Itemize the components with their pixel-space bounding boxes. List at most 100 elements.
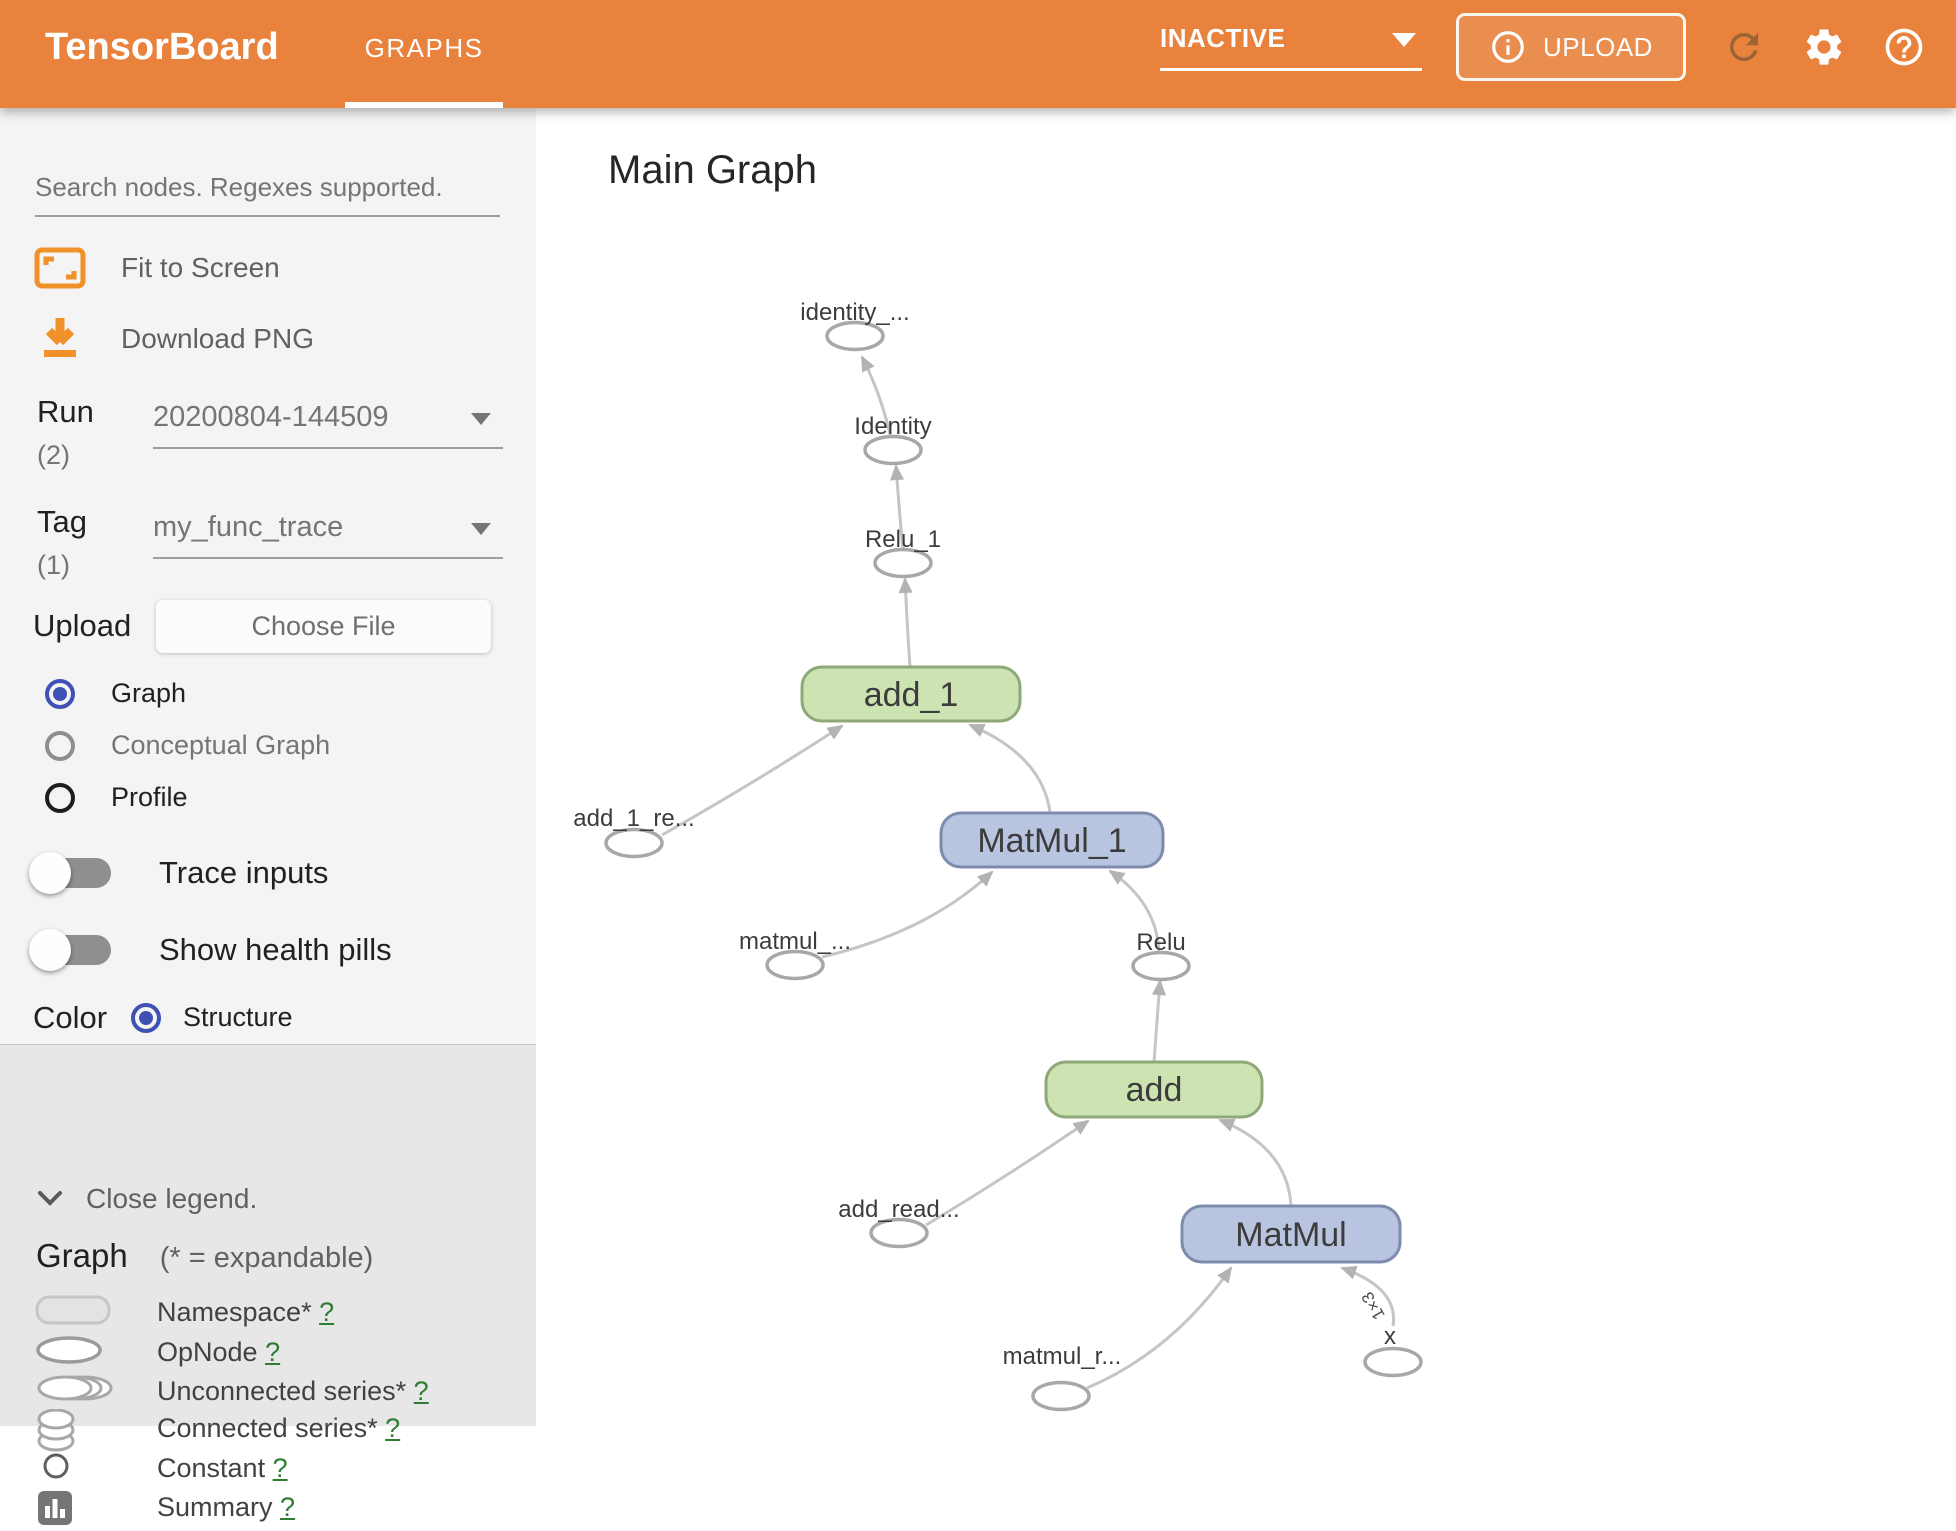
legend-item-opnode: OpNode ? — [0, 1333, 536, 1373]
help-icon — [1882, 25, 1926, 69]
unconnected-series-icon — [35, 1374, 115, 1407]
legend-item-connected-series: Connected series* ? — [0, 1408, 536, 1452]
graph-node-identity[interactable]: Identity — [854, 413, 932, 466]
toggle-knob — [29, 852, 71, 894]
edge-relu1-to-identity — [890, 464, 905, 551]
fit-to-screen-icon — [33, 246, 87, 290]
graph-node-matmul-1[interactable]: MatMul_1 — [939, 811, 1165, 869]
namespace-icon — [35, 1295, 111, 1330]
radio-selected-icon — [45, 678, 75, 709]
legend-heading-note: (* = expandable) — [159, 1242, 374, 1274]
edge-add1-to-relu1 — [898, 577, 913, 668]
download-png-button[interactable]: Download PNG — [38, 314, 314, 364]
refresh-button[interactable] — [1722, 25, 1766, 69]
close-legend-label: Close legend. — [86, 1183, 258, 1214]
upload-button[interactable]: UPLOAD — [1456, 13, 1686, 81]
run-dropdown[interactable]: 20200804-144509 — [153, 401, 503, 449]
download-png-label: Download PNG — [121, 323, 314, 354]
run-dropdown-value: 20200804-144509 — [153, 401, 389, 433]
toggle-knob — [29, 929, 71, 971]
radio-color-structure-label: Structure — [183, 1002, 293, 1032]
tag-count: (1) — [37, 550, 70, 580]
dropdown-arrow-icon — [1392, 33, 1416, 47]
graph-node-add[interactable]: add — [1044, 1060, 1264, 1119]
help-button[interactable] — [1882, 25, 1926, 69]
sidebar: Fit to Screen Download PNG Run (2) 20200… — [0, 108, 536, 1525]
radio-graph[interactable]: Graph — [45, 678, 186, 709]
run-label: Run (2) — [37, 394, 94, 470]
search-input[interactable] — [35, 166, 500, 217]
legend-item-constant: Constant ? — [0, 1449, 536, 1489]
legend-help-link[interactable]: ? — [413, 1376, 429, 1406]
legend-help-link[interactable]: ? — [265, 1337, 281, 1367]
radio-profile-label: Profile — [111, 782, 188, 812]
choose-file-button[interactable]: Choose File — [156, 600, 491, 653]
opnode-icon — [35, 1335, 105, 1370]
radio-conceptual-graph-label: Conceptual Graph — [111, 730, 331, 760]
edge-x-to-matmul — [1340, 1266, 1396, 1327]
tag-dropdown[interactable]: my_func_trace — [153, 511, 503, 559]
graph-node-x[interactable]: x — [1363, 1323, 1423, 1378]
node-label: Identity — [854, 413, 931, 440]
radio-graph-label: Graph — [111, 678, 187, 708]
fit-to-screen-button[interactable]: Fit to Screen — [33, 246, 280, 290]
color-by-label: Color — [33, 1000, 108, 1035]
tag-dropdown-value: my_func_trace — [153, 511, 344, 543]
legend-item-namespace: Namespace* ? — [0, 1293, 536, 1333]
graph-node-add-read[interactable]: add_read... — [838, 1196, 960, 1249]
legend-help-link[interactable]: ? — [272, 1453, 288, 1483]
node-label: add — [1126, 1071, 1183, 1109]
edge-matmul-to-add — [1218, 1118, 1293, 1207]
node-label: identity_... — [800, 299, 909, 326]
edge-add-to-relu — [1152, 979, 1166, 1063]
graph-node-relu-1[interactable]: Relu_1 — [865, 526, 941, 579]
constant-icon — [42, 1452, 70, 1485]
run-count: (2) — [37, 440, 70, 470]
legend-help-link[interactable]: ? — [319, 1297, 335, 1327]
radio-profile[interactable]: Profile — [45, 782, 188, 813]
header-right: INACTIVE UPLOAD — [1160, 13, 1926, 95]
node-label: add_1 — [864, 676, 959, 714]
graph-node-relu[interactable]: Relu — [1131, 929, 1191, 982]
graph-pane: Main Graph 1×3 identity_... — [536, 108, 1956, 1426]
graph-node-identity-out[interactable]: identity_... — [800, 299, 910, 352]
edge-relu-to-matmul1 — [1108, 869, 1161, 953]
node-label: MatMul_1 — [977, 822, 1126, 860]
edge-addread-to-add — [925, 1119, 1090, 1227]
legend-help-link[interactable]: ? — [280, 1492, 296, 1522]
node-label: MatMul — [1235, 1216, 1346, 1254]
legend-item-label: OpNode — [157, 1337, 258, 1367]
legend-help-link[interactable]: ? — [385, 1413, 401, 1443]
legend-item-label: Connected series* — [157, 1413, 378, 1443]
graph-node-matmul-read[interactable]: matmul_r... — [1003, 1343, 1122, 1412]
legend-item-label: Namespace* — [157, 1297, 312, 1327]
info-icon — [1489, 28, 1527, 66]
toggle-trace-inputs[interactable]: Trace inputs — [29, 852, 329, 894]
tab-graphs[interactable]: GRAPHS — [344, 0, 504, 108]
gear-icon — [1802, 25, 1846, 69]
toggle-track — [29, 929, 111, 971]
dropdown-arrow-icon — [471, 523, 491, 535]
graph-node-add-1[interactable]: add_1 — [800, 665, 1022, 723]
radio-color-structure[interactable]: Structure — [131, 1002, 293, 1033]
toggle-trace-inputs-label: Trace inputs — [159, 855, 329, 890]
legend-heading: Graph (* = expandable) — [36, 1237, 373, 1275]
toggle-show-health-pills-label: Show health pills — [159, 932, 392, 967]
main-graph-svg: 1×3 identity_... Identity Relu_1 add_1_r… — [573, 299, 1423, 1412]
node-label: x — [1384, 1323, 1396, 1350]
legend-item-label: Summary — [157, 1492, 273, 1522]
upload-label: Upload — [33, 608, 132, 643]
summary-icon — [37, 1490, 73, 1531]
edge-matmulread-to-matmul — [1086, 1266, 1233, 1390]
settings-button[interactable] — [1802, 25, 1846, 69]
close-legend-button[interactable]: Close legend. — [36, 1183, 257, 1215]
graph-node-matmul[interactable]: MatMul — [1180, 1204, 1402, 1264]
legend-item-label: Unconnected series* — [157, 1376, 407, 1406]
status-dropdown[interactable]: INACTIVE — [1160, 23, 1422, 71]
legend-item-unconnected-series: Unconnected series* ? — [0, 1372, 536, 1412]
graph-node-add-1-read[interactable]: add_1_re... — [573, 805, 695, 859]
graph-node-matmul-read-1[interactable]: matmul_... — [739, 928, 851, 981]
node-label: Relu_1 — [865, 526, 941, 553]
radio-conceptual-graph[interactable]: Conceptual Graph — [45, 730, 330, 761]
toggle-show-health-pills[interactable]: Show health pills — [29, 929, 392, 971]
